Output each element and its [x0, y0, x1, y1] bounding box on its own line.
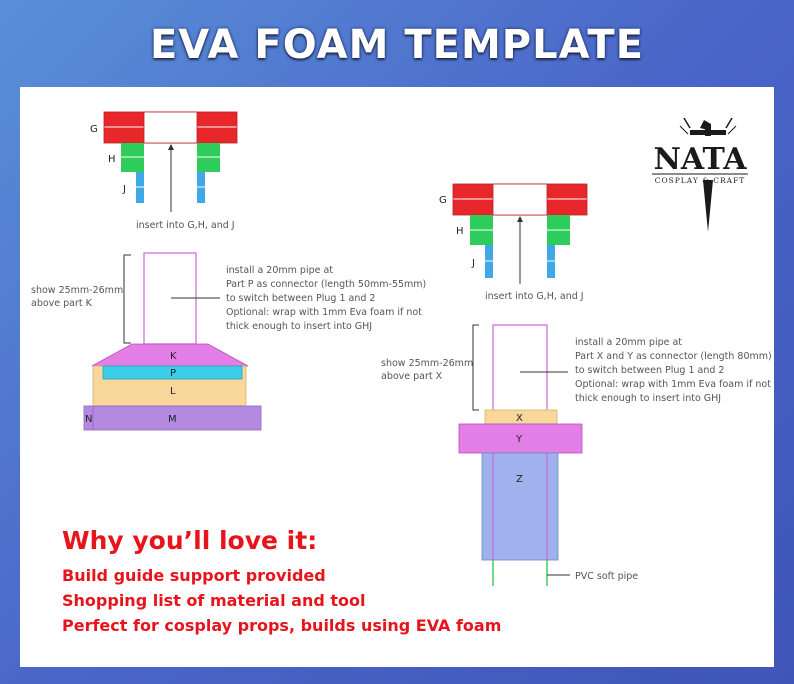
part-m-1: [83, 405, 262, 431]
label-j-2: J: [471, 258, 475, 269]
sword-icon: [679, 117, 737, 232]
insert-note-1: insert into G,H, and J: [136, 220, 235, 231]
part-h-1: [121, 143, 220, 172]
logo-name: NATA: [653, 142, 747, 177]
logo-tagline: COSPLAY & CRAFT: [655, 176, 746, 185]
benefits-list: Build guide support provided Shopping li…: [62, 563, 501, 638]
label-h-2: H: [456, 226, 464, 237]
part-p-1: [102, 365, 243, 380]
label-p-1: P: [170, 368, 176, 379]
label-k-1: K: [170, 351, 177, 362]
install-note-2: install a 20mm pipe at Part X and Y as c…: [575, 337, 775, 404]
part-k-1: [91, 343, 249, 367]
plug-1-diagram: G H J insert into G,H, and J show 25mm-2…: [31, 111, 429, 431]
label-n-1: N: [85, 414, 92, 425]
plug-2-diagram: G H J insert into G,H, and J show 25mm-2…: [381, 183, 775, 586]
label-y-2: Y: [515, 434, 523, 445]
insert-note-2: insert into G,H, and J: [485, 291, 584, 302]
page-title: EVA FOAM TEMPLATE: [149, 22, 645, 68]
pvc-note: PVC soft pipe: [575, 571, 638, 582]
part-j-1: [136, 172, 205, 203]
why-heading: Why you’ll love it:: [62, 526, 318, 555]
benefit-item: Perfect for cosplay props, builds using …: [62, 616, 502, 635]
label-h-1: H: [108, 154, 116, 165]
label-x-2: X: [516, 413, 523, 424]
label-j-1: J: [122, 184, 126, 195]
part-z-2: [481, 452, 559, 561]
label-g-2: G: [439, 195, 447, 206]
part-h-2: [470, 215, 570, 245]
benefit-item: Shopping list of material and tool: [62, 591, 366, 610]
benefit-item: Build guide support provided: [62, 566, 326, 585]
part-g-2: [452, 183, 588, 216]
show-note-1: show 25mm-26mm above part K: [31, 285, 126, 309]
label-z-2: Z: [516, 474, 523, 485]
pipe-outline-2: [492, 324, 548, 412]
nata-logo: NATA COSPLAY & CRAFT: [652, 117, 748, 232]
part-y-2: [458, 423, 583, 454]
show-note-2: show 25mm-26mm above part X: [381, 358, 476, 382]
part-g-1: [103, 111, 238, 144]
label-l-1: L: [170, 386, 176, 397]
label-g-1: G: [90, 124, 98, 135]
install-note-1: install a 20mm pipe at Part P as connect…: [226, 265, 429, 332]
part-j-2: [485, 245, 555, 278]
label-m-1: M: [168, 414, 177, 425]
